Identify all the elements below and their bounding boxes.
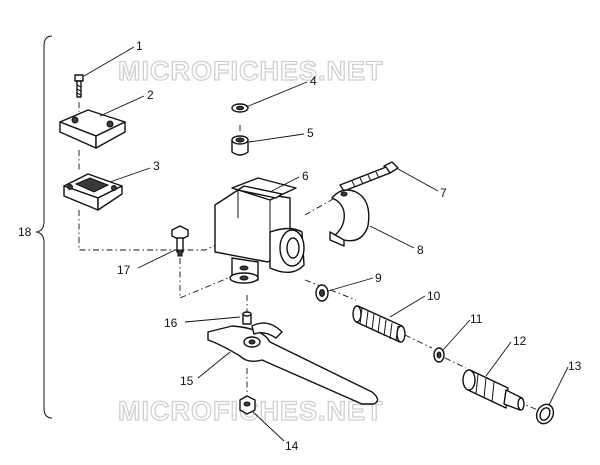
- part-washer-9: [315, 284, 329, 302]
- part-screw: [74, 74, 84, 98]
- watermark-top: MICROFICHES.NET: [118, 56, 384, 86]
- callout-2: 2: [147, 88, 154, 102]
- part-piston: [462, 369, 525, 411]
- part-clamp-bolt: [339, 161, 399, 192]
- callout-15: 15: [180, 374, 194, 388]
- leader-lines: [83, 46, 569, 442]
- part-brake-lever: [207, 322, 379, 405]
- callout-9: 9: [375, 271, 382, 285]
- callout-8: 8: [417, 243, 424, 257]
- callout-1: 1: [136, 39, 143, 53]
- part-bushing: [242, 311, 252, 325]
- part-master-cylinder-body: [214, 177, 305, 284]
- callout-11: 11: [470, 312, 483, 326]
- centerline-pivot: [179, 258, 229, 299]
- part-small-ring: [433, 347, 445, 363]
- callout-18: 18: [18, 225, 32, 239]
- callout-labels: 1 2 3 4 5 6 7 8 9 10 11 12 13 14 15 16 1…: [18, 39, 582, 453]
- callout-17: 17: [117, 263, 131, 277]
- part-o-ring: [535, 403, 555, 425]
- assembly-bracket: [35, 35, 53, 419]
- callout-3: 3: [153, 159, 160, 173]
- part-spring: [352, 305, 406, 343]
- callout-13: 13: [568, 359, 582, 373]
- part-pivot-bolt: [171, 225, 189, 257]
- callout-12: 12: [513, 334, 527, 348]
- part-handlebar-clamp: [329, 189, 370, 247]
- callout-7: 7: [440, 186, 447, 200]
- part-reservoir-cap: [59, 109, 126, 149]
- callout-16: 16: [164, 316, 178, 330]
- part-diaphragm: [63, 173, 123, 211]
- part-grommet: [231, 135, 249, 156]
- callout-14: 14: [285, 439, 299, 453]
- callout-4: 4: [310, 74, 317, 88]
- callout-5: 5: [307, 126, 314, 140]
- centerline-piston-axis-3: [444, 357, 467, 369]
- centerline-piston-axis-2: [404, 334, 433, 349]
- part-nut: [239, 395, 256, 415]
- callout-6: 6: [302, 169, 309, 183]
- part-washer-top: [231, 103, 249, 113]
- centerline-diaphragm: [78, 210, 229, 251]
- callout-10: 10: [427, 289, 441, 303]
